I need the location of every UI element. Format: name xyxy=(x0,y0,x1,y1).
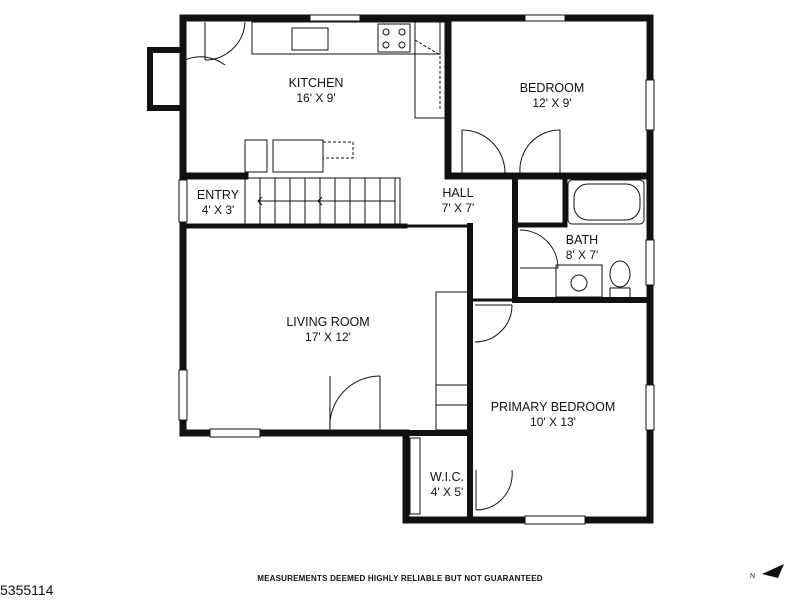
room-label-kitchen: KITCHEN 16' X 9' xyxy=(289,76,344,106)
room-dimensions: 7' X 7' xyxy=(441,201,475,215)
room-label-living-room: LIVING ROOM 17' X 12' xyxy=(286,315,369,345)
room-dimensions: 12' X 9' xyxy=(532,96,572,110)
room-label-bedroom: BEDROOM 12' X 9' xyxy=(520,81,585,111)
room-dimensions: 10' X 13' xyxy=(530,415,576,429)
room-label-entry: ENTRY 4' X 3' xyxy=(197,188,239,218)
listing-id: 5355114 xyxy=(0,582,54,598)
room-dimensions: 17' X 12' xyxy=(305,330,351,344)
north-arrow-icon: N xyxy=(750,564,784,580)
stairs xyxy=(244,177,401,225)
room-name: PRIMARY BEDROOM xyxy=(490,400,616,414)
room-dimensions: 4' X 3' xyxy=(201,203,235,217)
closet-shelves xyxy=(409,291,469,515)
room-label-bath: BATH 8' X 7' xyxy=(566,233,599,263)
room-dimensions: 8' X 7' xyxy=(565,248,599,262)
kitchen-fixtures xyxy=(244,21,446,173)
room-dimensions: 4' X 5' xyxy=(430,485,464,499)
room-name: BEDROOM xyxy=(519,81,585,95)
room-name: BATH xyxy=(565,233,599,247)
room-name: W.I.C. xyxy=(429,470,465,484)
room-label-wic: W.I.C. 4' X 5' xyxy=(430,470,464,500)
room-name: KITCHEN xyxy=(288,76,344,90)
room-name: LIVING ROOM xyxy=(286,315,370,329)
room-name: ENTRY xyxy=(196,188,240,202)
compass-letter: N xyxy=(750,573,755,580)
room-label-primary-bedroom: PRIMARY BEDROOM 10' X 13' xyxy=(491,400,616,430)
room-name: HALL xyxy=(442,186,474,200)
windows xyxy=(178,14,655,525)
bath-fixtures xyxy=(555,179,645,299)
compass: N xyxy=(748,560,788,584)
doors xyxy=(184,21,561,511)
disclaimer-text: MEASUREMENTS DEEMED HIGHLY RELIABLE BUT … xyxy=(257,574,543,583)
room-dimensions: 16' X 9' xyxy=(296,91,336,105)
room-label-hall: HALL 7' X 7' xyxy=(442,186,475,216)
